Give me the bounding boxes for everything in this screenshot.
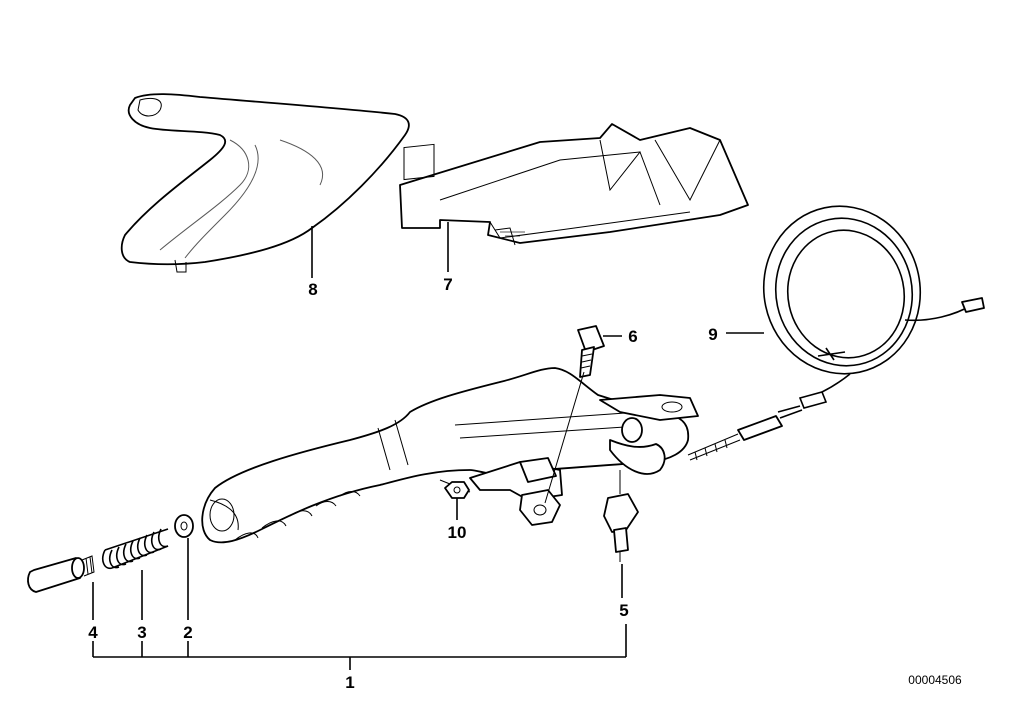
part-9-cable-coil xyxy=(687,205,985,461)
callout-2: 2 xyxy=(183,623,192,642)
leader-lines xyxy=(92,222,764,670)
callout-10: 10 xyxy=(448,523,467,542)
part-5-clip xyxy=(603,470,639,562)
callout-3: 3 xyxy=(137,623,146,642)
callout-8: 8 xyxy=(308,280,317,299)
reference-code: 00004506 xyxy=(908,673,962,687)
callout-9: 9 xyxy=(708,325,717,344)
callout-4: 4 xyxy=(88,623,98,642)
part-10-nut xyxy=(444,481,470,499)
part-8-boot-cover xyxy=(120,93,410,273)
callout-7: 7 xyxy=(443,275,452,294)
part-1-lever-assembly xyxy=(201,367,699,544)
part-7-console-tray xyxy=(399,123,749,246)
callout-6: 6 xyxy=(628,327,637,346)
part-4-push-button xyxy=(27,555,95,593)
callout-5: 5 xyxy=(619,601,628,620)
part-6-bolt xyxy=(577,325,605,378)
part-2-washer xyxy=(174,514,194,538)
callout-1: 1 xyxy=(345,673,354,692)
part-3-spring xyxy=(102,528,169,570)
